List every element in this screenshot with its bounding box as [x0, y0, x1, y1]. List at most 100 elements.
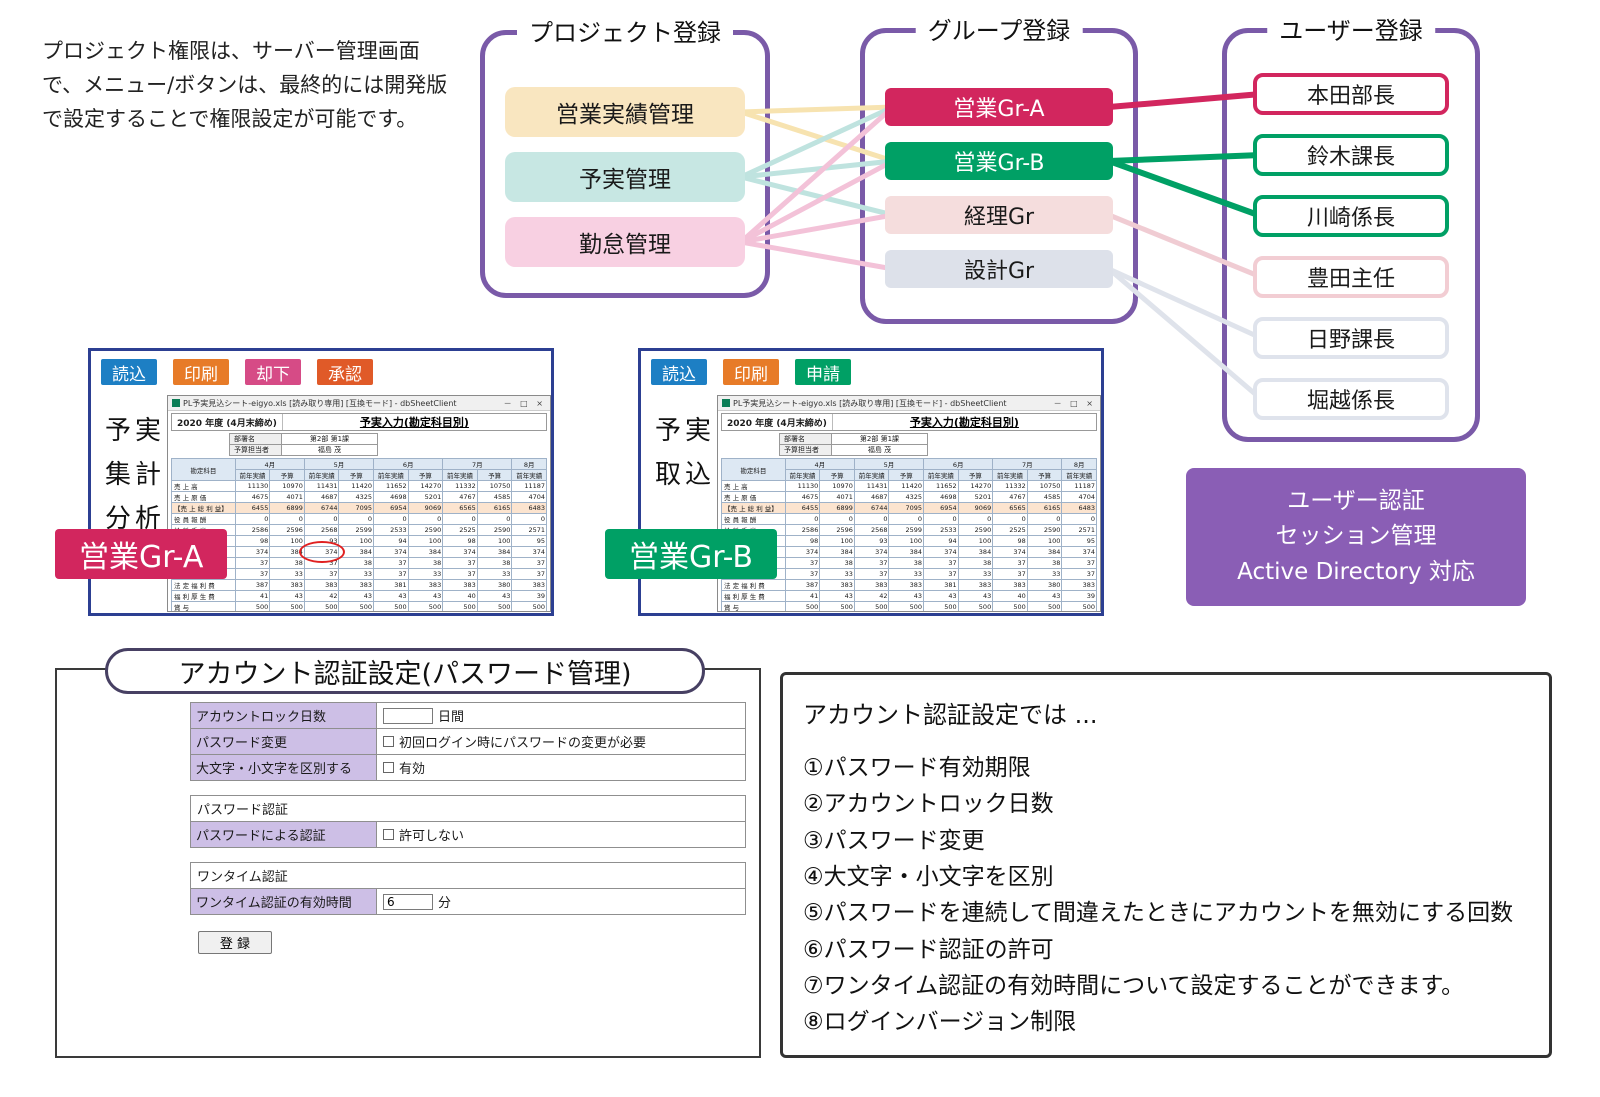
notes-title: アカウント認証設定では ... — [803, 701, 1098, 729]
cell-value: 383 — [992, 579, 1028, 591]
cell-value: 10970 — [269, 480, 305, 492]
cell-value: 2590 — [957, 524, 994, 536]
cell-value: 500 — [819, 601, 855, 611]
cell-value: 384 — [476, 546, 513, 558]
form-row: パスワード変更初回ログイン時にパスワードの変更が必要 — [190, 729, 746, 755]
auth-feature-line: Active Directory 対応 — [1237, 558, 1475, 585]
row-label: 売 上 原 価 — [171, 491, 236, 503]
checkbox[interactable] — [383, 829, 394, 840]
cell-value: 43 — [923, 590, 959, 602]
info-value: 第2部 第1課 — [281, 433, 378, 445]
cell-value: 11652 — [373, 480, 409, 492]
cell-value: 43 — [957, 590, 994, 602]
toolbar-button-読込[interactable]: 読込 — [101, 359, 157, 385]
cell-value: 374 — [992, 546, 1028, 558]
checkbox[interactable] — [383, 736, 394, 747]
cell-value: 100 — [338, 535, 375, 547]
cell-value: 500 — [476, 601, 513, 611]
window-controls-icons[interactable]: － □ × — [1053, 398, 1096, 408]
cell-value: 374 — [923, 546, 959, 558]
window-title: PL予実見込シート-eigyo.xls [読み取り専用] [互換モード] - d… — [183, 398, 457, 408]
register-button[interactable]: 登 録 — [198, 931, 272, 954]
cell-value: 33 — [957, 568, 994, 580]
user-item-2: 鈴木課長 — [1253, 134, 1449, 176]
cell-value: 11130 — [784, 480, 821, 492]
cell-value: 0 — [923, 513, 959, 525]
cell-value: 43 — [407, 590, 444, 602]
cell-value: 2571 — [1061, 524, 1097, 536]
cell-value: 6954 — [923, 502, 959, 514]
window-controls-icons[interactable]: － □ × — [503, 398, 546, 408]
cell-value: 4325 — [338, 491, 375, 503]
toolbar-button-承認[interactable]: 承認 — [317, 359, 373, 385]
account-col-header: 勘定科目 — [171, 458, 236, 481]
cell-value: 11431 — [303, 480, 340, 492]
toolbar-button-申請[interactable]: 申請 — [795, 359, 851, 385]
toolbar-button-印刷[interactable]: 印刷 — [173, 359, 229, 385]
notes-item: ⑧ログインバージョン制限 — [803, 1009, 1077, 1036]
form-text-input[interactable] — [383, 707, 433, 724]
toolbar-button-読込[interactable]: 読込 — [651, 359, 707, 385]
account-settings-form: アカウントロック日数日間パスワード変更初回ログイン時にパスワードの変更が必要大文… — [190, 702, 746, 954]
month-header: 5月 — [853, 458, 925, 470]
cell-value: 6744 — [303, 502, 340, 514]
form-field-value: 初回ログイン時にパスワードの変更が必要 — [377, 729, 745, 754]
form-row: アカウントロック日数日間 — [190, 702, 746, 729]
cell-value: 383 — [957, 579, 994, 591]
cell-value: 4698 — [373, 491, 409, 503]
form-field-label: パスワードによる認証 — [191, 822, 377, 847]
toolbar-button-却下[interactable]: 却下 — [245, 359, 301, 385]
cell-value: 11420 — [888, 480, 925, 492]
checkbox[interactable] — [383, 762, 394, 773]
cell-value: 500 — [442, 601, 478, 611]
cell-value: 33 — [269, 568, 305, 580]
cell-value: 39 — [1061, 590, 1097, 602]
info-label: 予算担当者 — [229, 444, 282, 456]
sub-header: 予算 — [476, 469, 513, 481]
sub-header: 予算 — [888, 469, 925, 481]
cell-value: 43 — [373, 590, 409, 602]
row-label: 賞 与 — [171, 601, 236, 611]
form-field-label: ワンタイム認証の有効時間 — [191, 889, 377, 914]
sub-header: 予算 — [957, 469, 994, 481]
cell-value: 4704 — [1061, 491, 1097, 503]
cell-value: 500 — [234, 601, 271, 611]
cell-value: 0 — [992, 513, 1028, 525]
row-label: 役 員 報 酬 — [721, 513, 786, 525]
cell-value: 33 — [819, 568, 855, 580]
input-suffix: 分 — [438, 896, 452, 911]
user-item-6: 堀越係長 — [1253, 378, 1449, 420]
form-text-input[interactable] — [383, 893, 433, 910]
cell-value: 43 — [888, 590, 925, 602]
sheet-toolbar: 読込印刷申請 — [651, 359, 851, 385]
cell-value: 2525 — [992, 524, 1028, 536]
notes-item: ⑤パスワードを連続して間違えたときにアカウントを無効にする回数 — [803, 900, 1514, 927]
app-icon — [172, 399, 180, 407]
form-field-label: パスワード変更 — [191, 729, 377, 754]
cell-value: 2586 — [234, 524, 271, 536]
cell-value: 11652 — [923, 480, 959, 492]
cell-value: 0 — [338, 513, 375, 525]
sheet-header: 2020 年度 (4月末締め) 予実入力(勘定科目別) — [721, 413, 1097, 431]
notes-item: ③パスワード変更 — [803, 827, 985, 854]
toolbar-button-印刷[interactable]: 印刷 — [723, 359, 779, 385]
cell-value: 374 — [373, 546, 409, 558]
side-label-line: 集計 — [105, 460, 166, 490]
window-body: 2020 年度 (4月末締め) 予実入力(勘定科目別) 部署名第2部 第1課予算… — [718, 411, 1100, 611]
notes-item: ④大文字・小文字を区別 — [803, 863, 1054, 890]
sub-header: 前年実績 — [373, 469, 409, 481]
sub-header: 前年実績 — [853, 469, 890, 481]
cell-value: 374 — [1061, 546, 1097, 558]
month-header: 7月 — [992, 458, 1063, 470]
cell-value: 381 — [923, 579, 959, 591]
cell-value: 500 — [888, 601, 925, 611]
sheet-side-label: 予実集計分析 — [105, 409, 165, 541]
cell-value: 2533 — [373, 524, 409, 536]
cell-value: 6744 — [853, 502, 890, 514]
cell-value: 33 — [338, 568, 375, 580]
